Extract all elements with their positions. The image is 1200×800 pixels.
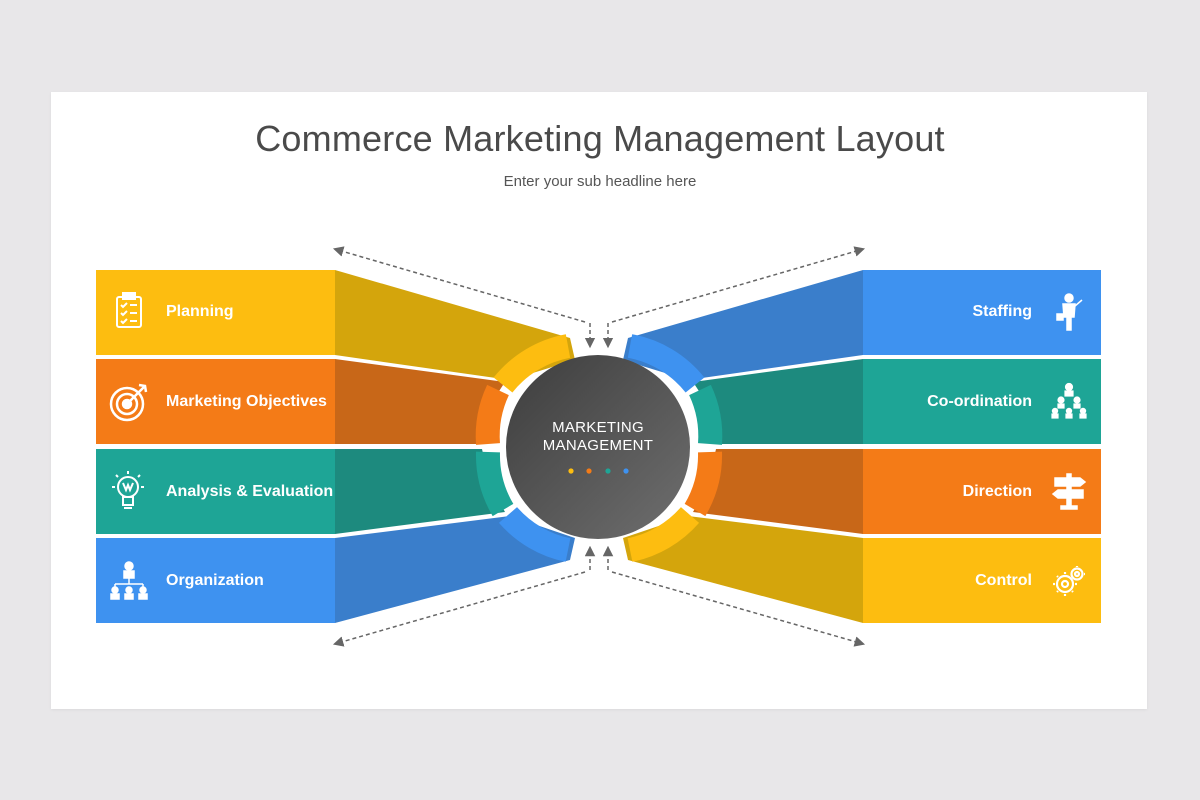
hub-dot-teal xyxy=(605,468,611,474)
label-organization: Organization xyxy=(166,572,264,589)
arrow-top-left-diagonal xyxy=(332,246,586,323)
label-staffing: Staffing xyxy=(972,303,1032,320)
right-wedge-staffing xyxy=(623,270,863,380)
arrow-top-right-diagonal xyxy=(611,246,866,323)
target-arrow-icon xyxy=(109,383,148,422)
hub-dot-orange xyxy=(586,468,592,474)
hub-ring xyxy=(475,334,723,562)
right-wedge-coordination xyxy=(693,359,863,444)
right-wedge-direction xyxy=(693,449,863,534)
hub-dot-yellow xyxy=(568,468,574,474)
left-bar-organization xyxy=(96,538,335,623)
slide-title: Commerce Marketing Management Layout xyxy=(255,118,945,159)
center-hub-line-2: MANAGEMENT xyxy=(542,437,654,454)
right-bar-control xyxy=(863,538,1101,623)
businessman-icon xyxy=(1056,293,1083,331)
label-analysis-evaluation: Analysis & Evaluation xyxy=(166,483,334,500)
center-hub-label: MARKETING MANAGEMENT xyxy=(506,419,690,455)
label-direction: Direction xyxy=(962,483,1032,500)
label-marketing-objectives: Marketing Objectives xyxy=(166,393,327,410)
org-chart-icon xyxy=(110,561,148,600)
hub-dot-blue xyxy=(623,468,629,474)
label-planning: Planning xyxy=(166,303,234,320)
signpost-icon xyxy=(1051,473,1087,510)
left-wedge-planning xyxy=(335,270,575,380)
label-coordination: Co-ordination xyxy=(927,393,1032,410)
center-hub-line-1: MARKETING xyxy=(552,419,644,436)
left-wedge-marketing-objectives xyxy=(335,359,505,444)
right-bar-staffing xyxy=(863,270,1101,355)
left-wedge-organization xyxy=(335,516,575,623)
center-hub-circle xyxy=(506,355,690,539)
label-control: Control xyxy=(975,572,1032,589)
clipboard-checklist-icon xyxy=(116,292,142,328)
arrow-bottom-right-diagonal xyxy=(611,571,866,647)
team-network-icon xyxy=(1051,382,1087,419)
lightbulb-idea-icon xyxy=(112,471,144,509)
arrow-bottom-left-diagonal xyxy=(332,571,586,647)
slide-subtitle: Enter your sub headline here xyxy=(503,173,697,190)
gears-icon xyxy=(1053,566,1085,596)
right-wedge-control xyxy=(623,516,863,623)
left-wedge-analysis-evaluation xyxy=(335,449,505,534)
